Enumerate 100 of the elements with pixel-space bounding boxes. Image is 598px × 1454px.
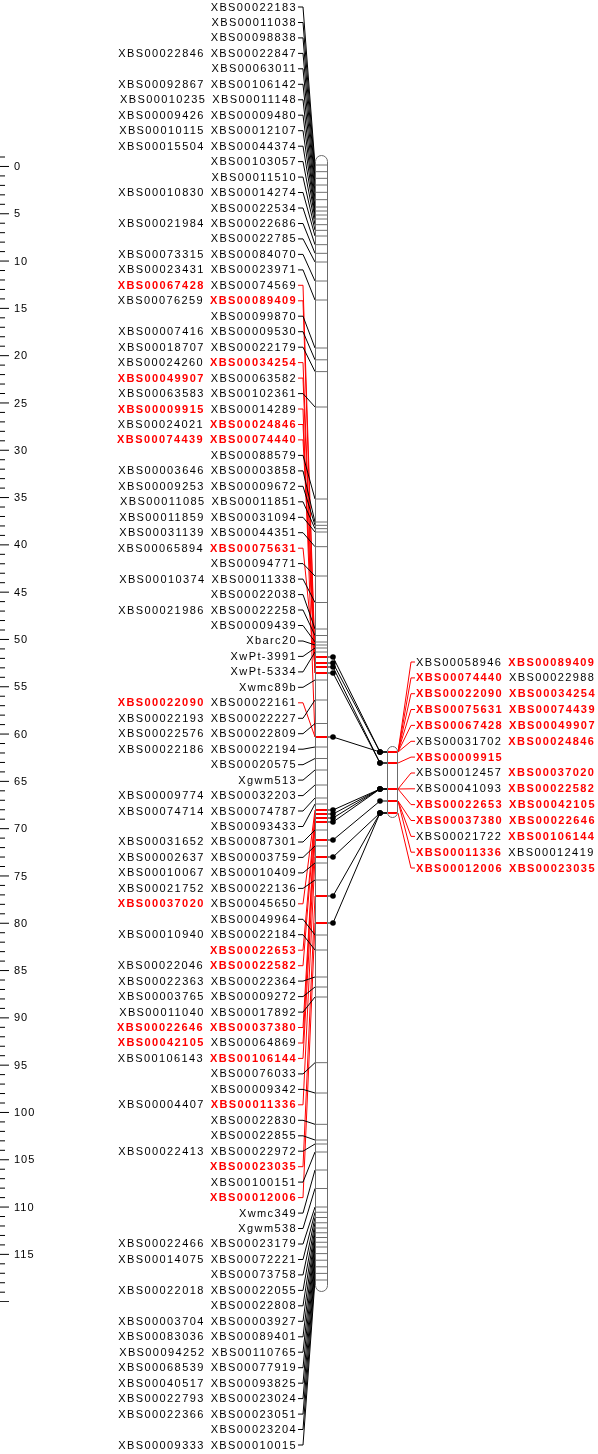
leader-line [397,800,416,821]
marker-label: Xbarc20 [246,633,297,649]
marker-label: XBS00009426 XBS00009480 [118,107,297,123]
leader-line [297,702,316,738]
scale-label: 55 [14,679,29,694]
marker-label: XBS00103057 [210,154,297,170]
marker-label: XBS00022413 XBS00022972 [118,1143,297,1159]
leader-line [297,758,316,766]
leader-line [397,772,416,790]
leader-line [297,845,316,858]
leader-line [297,797,316,812]
marker-label: XBS00011085 XBS00011851 [119,494,297,510]
leader-line [297,746,316,750]
marker-label: XBS00074439 XBS00074440 [117,432,297,448]
marker-label: XBS00022046 XBS00022582 [117,958,297,974]
marker-label: XBS00098838 [210,30,297,46]
leader-line [297,769,316,781]
marker-label: XBS00023035 [210,1159,297,1175]
marker-label: XBS00010830 XBS00014274 [118,185,297,201]
marker-label: XBS00074440 XBS00022988 [416,670,596,686]
marker-label: XwPt-3991 [230,648,297,664]
leader-line [297,454,316,500]
marker-label: XBS00003704 XBS00003927 [118,1313,297,1329]
scale-label: 105 [14,1152,36,1167]
leader-line [297,1088,316,1094]
leader-line [297,1211,316,1260]
marker-label: XBS00022534 [210,200,297,216]
leader-line [297,223,316,254]
leader-line [297,1227,316,1307]
marker-label: XBS00022018 XBS00022055 [118,1282,297,1298]
leader-line [297,269,316,301]
marker-label: XBS00022366 XBS00023051 [118,1406,297,1422]
leader-line [297,647,316,657]
marker-label: XBS00003765 XBS00009272 [118,989,297,1005]
marker-label: XBS00022653 XBS00042105 [416,797,596,813]
marker-label: XBS00021722 XBS00106144 [416,828,596,844]
marker-label: XBS00073758 [210,1267,297,1283]
marker-label: XBS00002637 XBS00003759 [118,849,297,865]
leader-line [397,756,416,764]
marker-label: XBS00010940 XBS00022184 [118,927,297,943]
marker-label: XBS00009439 [210,618,297,633]
dot-ended-line [327,798,388,843]
marker-label: XBS00003646 XBS00003858 [118,463,297,479]
marker-label: XBS00031139 XBS00044351 [119,525,297,541]
scale-label: 100 [14,1105,36,1119]
marker-label: XBS00024021 XBS00024846 [117,416,297,432]
marker-label: XBS00011336 XBS00012419 [416,844,595,860]
marker-label: XBS00010115 XBS00012107 [119,123,297,139]
marker-label: XBS00014075 XBS00072221 [118,1251,297,1267]
leader-line [297,922,316,1199]
leader-line [297,331,316,361]
leader-line [297,161,316,226]
leader-line [297,986,316,998]
scale-label: 10 [14,253,29,268]
scale-label: 80 [14,915,29,930]
scale-label: 90 [14,1010,29,1025]
leader-line [297,192,316,237]
scale-label: 45 [14,584,29,599]
leader-line [297,145,316,220]
marker-label: Xgwm513 [238,772,297,788]
scale-label: 25 [14,395,29,410]
leader-line [397,724,416,753]
marker-label: XBS00009333 XBS00010015 [118,1437,297,1453]
marker-label: XBS00022846 XBS00022847 [118,45,297,61]
leader-line [297,679,316,688]
leader-line [297,784,316,797]
leader-line [297,207,316,246]
marker-label: XBS00063011 [211,61,297,77]
marker-label: XBS00011040 XBS00017892 [119,1004,297,1020]
leader-line [297,651,316,673]
marker-label: XBS00021986 XBS00022258 [118,602,297,618]
leader-line [297,176,316,231]
marker-label: XBS00022090 XBS00022161 [117,695,297,711]
leader-line [397,788,416,790]
leader-line [297,346,316,373]
marker-label: XBS00018707 XBS00022179 [118,339,297,355]
marker-label: XBS00022466 XBS00023179 [118,1236,297,1252]
marker-label: XBS00012006 [210,1190,297,1206]
marker-label: XBS00022038 [210,587,297,603]
chromosome-bar [315,155,328,1292]
scale-label: 70 [14,821,29,836]
leader-line [297,996,316,1013]
leader-line [297,594,316,630]
leader-line [297,1151,316,1183]
marker-label: XBS00058946 XBS00089409 [416,654,596,670]
chromosome-bar [387,746,398,818]
marker-label: XBS00009915 [416,749,503,765]
dot-ended-line [327,810,388,926]
leader-line [297,315,316,349]
scale-label: 65 [14,773,29,788]
marker-label: XBS00076033 [210,1066,297,1082]
marker-label: XBS00022808 [210,1298,297,1314]
marker-label: XBS00092867 XBS00106142 [118,76,297,92]
leader-line [297,393,316,408]
marker-label: XBS00010374 XBS00011338 [119,571,297,587]
marker-label: XBS00022830 [210,1112,297,1128]
leader-line [297,699,316,719]
marker-label: XBS00009774 XBS00032203 [118,788,297,804]
marker-label: XBS00037020 XBS00045650 [117,896,297,912]
marker-label: XBS00076259 XBS00089409 [117,293,297,309]
